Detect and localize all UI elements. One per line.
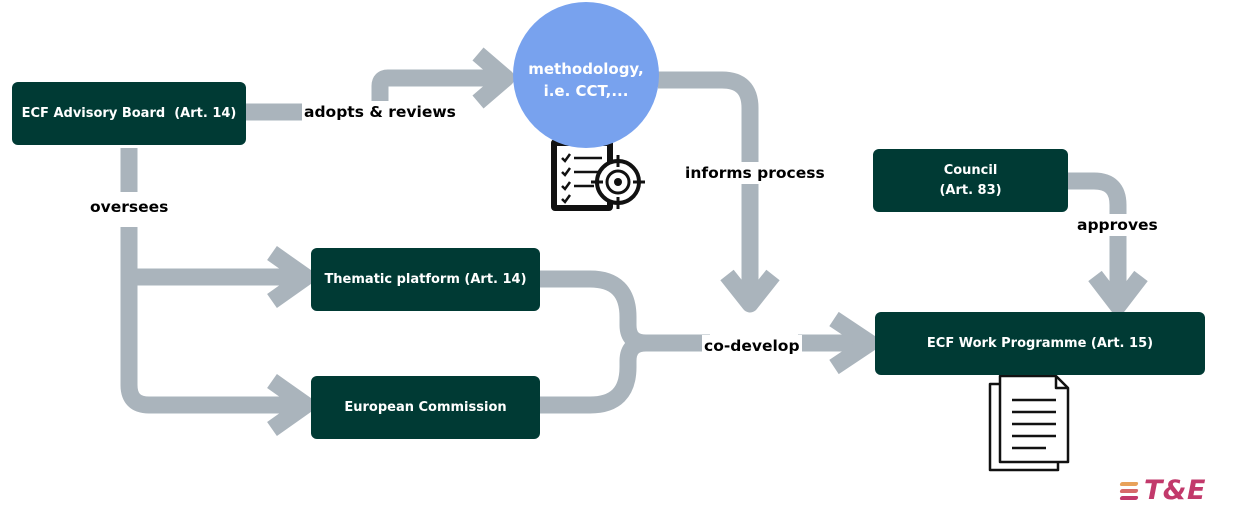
- thematic-platform-label: Thematic platform (Art. 14): [324, 271, 527, 287]
- methodology-node: methodology, i.e. CCT,...: [513, 2, 659, 148]
- arrowhead-adopts-reviews: [472, 47, 515, 109]
- advisory-board-node: ECF Advisory Board (Art. 14): [12, 82, 246, 145]
- advisory-board-label: ECF Advisory Board (Art. 14): [21, 105, 237, 121]
- edge-label-adopts-reviews: adopts & reviews: [302, 101, 458, 123]
- edge-label-co-develop: co-develop: [702, 335, 802, 357]
- te-logo: T&E: [1118, 474, 1230, 508]
- council-article: (Art. 83): [939, 182, 1002, 198]
- council-node: Council (Art. 83): [873, 149, 1068, 212]
- arrowhead-thematic: [267, 246, 315, 308]
- arrowhead-informs-process: [720, 269, 780, 313]
- arrowhead-co-develop: [829, 311, 879, 375]
- documents-icon: [988, 374, 1070, 472]
- connector-commission-merge: [540, 334, 647, 414]
- connector-approves: [1068, 172, 1127, 304]
- edge-label-approves: approves: [1075, 214, 1160, 236]
- work-programme-node: ECF Work Programme (Art. 15): [875, 312, 1205, 375]
- arrowhead-commission: [267, 374, 315, 436]
- thematic-platform-node: Thematic platform (Art. 14): [311, 248, 540, 311]
- connector-oversees-branches: [120, 227, 308, 414]
- logo-bar-top: [1119, 482, 1139, 486]
- work-programme-label: ECF Work Programme (Art. 15): [926, 335, 1154, 351]
- edge-label-informs-process: informs process: [683, 162, 827, 184]
- connector-thematic-merge: [540, 270, 710, 352]
- arrowhead-approves: [1088, 270, 1148, 315]
- edge-label-oversees: oversees: [88, 196, 171, 218]
- methodology-line1: methodology,: [528, 60, 644, 78]
- logo-bar-bottom: [1119, 496, 1139, 500]
- logo-text: T&E: [1144, 475, 1206, 506]
- council-label: Council: [943, 162, 998, 178]
- european-commission-label: European Commission: [344, 399, 507, 415]
- connector-informs-process: [658, 71, 759, 302]
- methodology-line2: i.e. CCT,...: [543, 82, 629, 100]
- european-commission-node: European Commission: [311, 376, 540, 439]
- logo-bar-middle: [1119, 489, 1139, 493]
